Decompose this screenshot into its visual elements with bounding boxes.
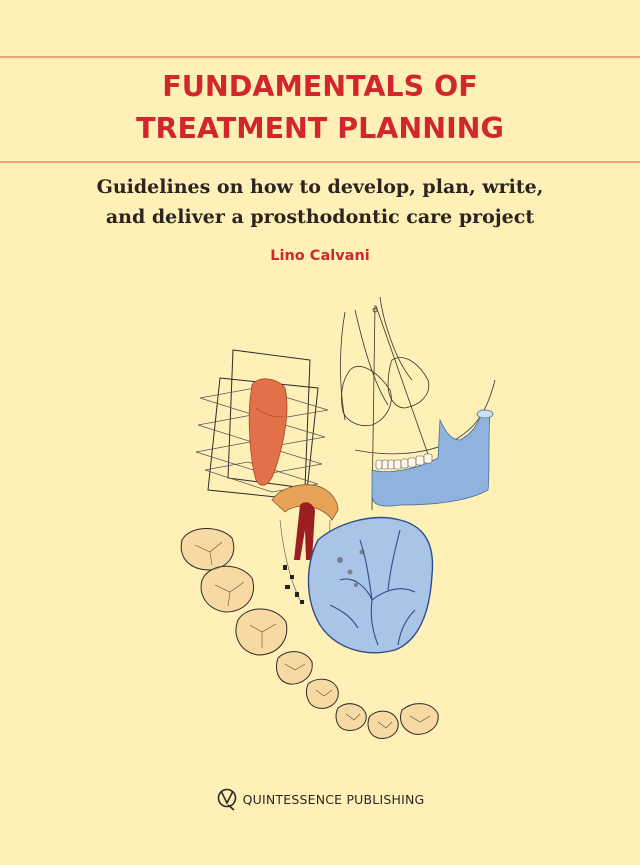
subtitle-line-1: Guidelines on how to develop, plan, writ… <box>96 176 544 198</box>
title-line-1: FUNDAMENTALS OF <box>162 70 478 103</box>
publisher-name: QUINTESSENCE PUBLISHING <box>242 791 425 807</box>
title-line-2: TREATMENT PLANNING <box>136 112 504 145</box>
top-rule <box>0 56 640 58</box>
molar-tooth <box>307 516 434 654</box>
subtitle-line-2: and deliver a prosthodontic care project <box>105 206 535 228</box>
quintessence-logo-icon <box>217 788 236 811</box>
mandible <box>371 409 491 507</box>
book-title: FUNDAMENTALS OF TREATMENT PLANNING <box>0 66 640 150</box>
dental-anatomy-illustration <box>180 296 496 739</box>
book-subtitle: Guidelines on how to develop, plan, writ… <box>0 172 640 232</box>
middle-rule <box>0 161 640 163</box>
incisor-tooth <box>248 378 288 486</box>
publisher-block: QUINTESSENCE PUBLISHING <box>0 787 640 811</box>
author-name: Lino Calvani <box>270 248 370 264</box>
